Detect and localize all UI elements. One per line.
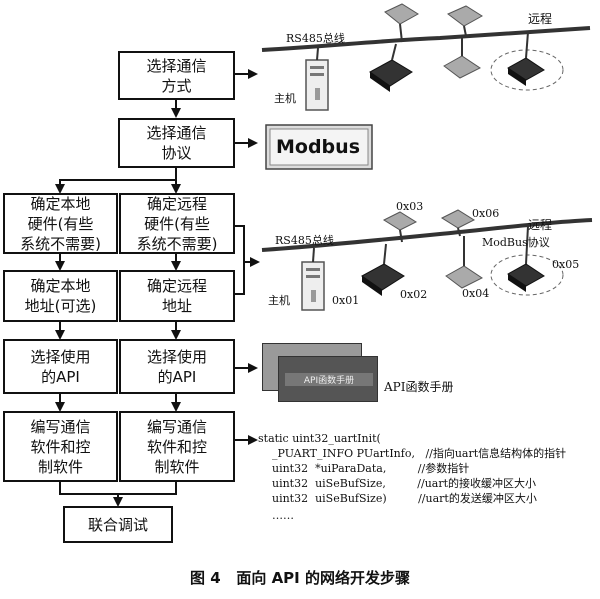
remote-label-top: 远程 xyxy=(528,12,553,26)
step-local-api: 选择使用 的API xyxy=(3,339,118,394)
modbus-logo-text: Modbus xyxy=(276,136,360,158)
step-local-hardware: 确定本地 硬件(有些 系统不需要) xyxy=(3,193,118,254)
network-middle xyxy=(261,209,593,311)
address-label: 0x01 xyxy=(332,294,360,307)
step-select-comm-method: 选择通信 方式 xyxy=(118,51,235,100)
code-line: …… xyxy=(258,509,294,522)
api-manual-label: API函数手册 xyxy=(384,380,454,394)
step-remote-hardware: 确定远程 硬件(有些 系统不需要) xyxy=(119,193,235,254)
host-label-middle: 主机 xyxy=(268,294,290,307)
code-line: uint32 *uiParaData, //参数指针 xyxy=(258,462,470,475)
address-label: 0x06 xyxy=(472,207,500,220)
host-label-top: 主机 xyxy=(274,92,296,105)
step-remote-api: 选择使用 的API xyxy=(119,339,235,394)
step-remote-software: 编写通信 软件和控 制软件 xyxy=(119,411,235,482)
api-manual-book-title: API函数手册 xyxy=(285,373,373,386)
remote-label-middle: 远程 xyxy=(528,218,553,232)
code-line: uint32 uiSeBufSize) //uart的发送缓冲区大小 xyxy=(258,492,537,505)
flow-arrows xyxy=(55,100,181,507)
remote-node-icon xyxy=(440,209,476,237)
step-remote-address: 确定远程 地址 xyxy=(119,270,235,322)
protocol-label: ModBus协议 xyxy=(482,236,550,249)
bus-label-top: RS485总线 xyxy=(286,32,345,45)
address-label: 0x05 xyxy=(552,258,580,271)
side-arrows xyxy=(235,69,260,445)
address-label: 0x04 xyxy=(462,287,490,300)
remote-node-icon xyxy=(384,3,419,43)
code-line: _PUART_INFO PUartInfo, //指向uart信息结构体的指针 xyxy=(258,447,567,460)
host-computer-icon xyxy=(301,247,325,311)
bus-label-middle: RS485总线 xyxy=(275,234,334,247)
controller-node-icon xyxy=(369,43,413,92)
code-line: uint32 uiSeBufSize, //uart的接收缓冲区大小 xyxy=(258,477,537,490)
remote-node-icon xyxy=(447,5,483,37)
host-computer-icon xyxy=(305,47,329,111)
controller-node-icon xyxy=(361,243,405,296)
api-manual-book-front: API函数手册 xyxy=(278,356,378,402)
modbus-logo-frame xyxy=(265,124,373,170)
figure-caption: 图 4 面向 API 的网络开发步骤 xyxy=(190,569,410,587)
network-top xyxy=(261,3,591,111)
address-label: 0x03 xyxy=(396,200,424,213)
step-joint-debug: 联合调试 xyxy=(63,506,173,543)
step-local-software: 编写通信 软件和控 制软件 xyxy=(3,411,118,482)
step-local-address: 确定本地 地址(可选) xyxy=(3,270,118,322)
code-line: static uint32_uartInit( xyxy=(258,432,381,445)
remote-controller-icon xyxy=(507,225,545,292)
remote-node-icon xyxy=(445,236,483,289)
address-label: 0x02 xyxy=(400,288,428,301)
remote-controller-icon xyxy=(507,31,545,86)
remote-node-icon xyxy=(443,38,481,79)
remote-node-icon xyxy=(382,211,418,243)
step-select-comm-protocol: 选择通信 协议 xyxy=(118,118,235,168)
